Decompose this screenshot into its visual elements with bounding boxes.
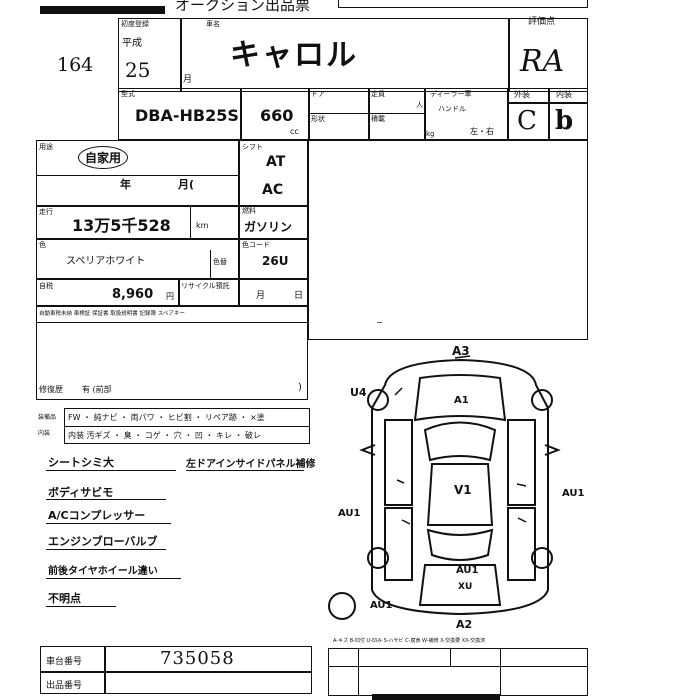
remark-3: A/Cコンプレッサー [48,509,146,522]
model-label: 型式 [121,90,135,98]
history-close: ) [298,382,302,393]
handle-options: 左・右 [470,127,494,136]
inspection-year: 年 [120,178,131,191]
details-block [36,140,308,400]
remark-5: 前後タイヤホイール違い [48,566,158,577]
equipment-label: 装備品 [38,414,57,421]
registration-block [118,18,588,92]
color-label: 色 [39,241,46,249]
shift-value: AT [266,154,286,170]
footer-label: 出品番号 [46,681,83,691]
notes-header: 自動車税未納 車検証 保証書 取扱説明書 記録簿 スペアキー [39,311,185,317]
era-label: 平成 [122,38,142,49]
equipment-row-2: 内装 汚ギズ ・ 臭 ・ コゲ ・ 穴 ・ 凹 ・ キレ ・ 破レ [68,431,262,440]
fuel-label: 燃料 [242,207,256,215]
mark-roof: V1 [454,483,472,497]
footer-box [40,672,312,694]
reg-year: 25 [125,58,151,82]
mark-left-side: AU1 [338,508,361,519]
color-code-label: 色コード [242,241,270,249]
shift-label: シフト [242,143,263,151]
exterior-label: 外装 [514,90,530,99]
recycle-day: 日 [294,291,304,301]
cc-unit: cc [290,127,299,136]
interior-label-2: 内装 [38,430,51,437]
tax-unit: 円 [166,292,174,301]
remark-1: シートシミ大 [48,456,114,469]
car-name-label: 車名 [206,20,220,28]
bottom-form [328,648,588,696]
remark-side: 左ドアインサイドパネル補修 [186,459,316,470]
inspection-month: 月( [178,178,195,191]
header-title: オークション出品票 [175,0,311,14]
mark-bottom: A2 [456,618,473,631]
chassis-value: 735058 [160,648,235,669]
equipment-row-1: FW ・ 純ナビ ・ 両パワ ・ ヒビ割 ・ リペア跡 ・ ×塗 [68,413,265,422]
notes-mark: − [376,318,383,327]
exterior-grade: C [517,106,537,136]
door-label: ドア [311,90,325,98]
mark-top: A3 [452,344,470,358]
interior-grade: b [555,106,574,136]
color-change-label: 色替 [213,258,227,266]
cc-value: 660 [260,106,294,125]
fuel-value: ガソリン [244,220,293,234]
color-value: スペリアホワイト [66,256,146,267]
weight-unit: kg [426,130,435,138]
model-value: DBA-HB25S [135,106,239,125]
tax-value: 8,960 [112,287,154,302]
notes-box [308,140,588,340]
reg-month-unit: 月 [183,75,193,85]
seats-label: 定員 [371,90,385,98]
interior-label: 内装 [556,90,572,99]
recycle-label: リサイクル預託 [181,282,230,290]
mileage-unit: km [196,221,209,230]
seats-unit: 人 [416,101,423,109]
load-label: 積載 [371,115,385,123]
color-code-value: 26U [262,254,289,268]
damage-legend: A-キズ B-凹付 U-凹み S-ハサビ C-腐食 W-補修 X-交換要 XX-… [333,638,486,644]
header-strip: オークション出品票 [40,0,340,16]
history-label: 修復歴 [39,385,63,394]
grade-value: RA [520,44,565,79]
dealer-label: ディーラー車 [430,90,472,98]
mark-left-front: U4 [350,386,367,399]
mark-spare: AU1 [370,600,393,611]
remark-4: エンジンブローバルブ [48,535,158,548]
lot-number: 164 [57,54,94,76]
mark-trunk: AU1 [456,565,479,576]
car-name: キャロル [230,38,358,73]
spec-row [118,88,508,140]
mark-hood: A1 [454,395,469,406]
mileage-label: 走行 [39,208,53,216]
grade-label: 評価点 [528,17,556,27]
chassis-label: 車台番号 [46,657,83,667]
shape-label: 形状 [311,115,325,123]
mark-trunk-sub: XU [458,582,473,592]
ac-value: AC [262,182,284,198]
use-label: 用途 [39,143,53,151]
mark-right-side: AU1 [562,488,585,499]
use-value: 自家用 [78,146,129,169]
header-box [338,0,588,8]
chassis-box [40,646,312,672]
history-value: 有 (前部 [82,385,112,394]
first-reg-label: 初度登録 [121,20,149,28]
tax-label: 自税 [39,282,53,290]
remark-2: ボディサビモ [48,486,114,499]
handle-label: ハンドル [438,105,466,113]
mileage-value: 13万5千528 [72,216,171,235]
recycle-month: 月 [256,291,266,301]
remark-6: 不明点 [48,592,81,605]
